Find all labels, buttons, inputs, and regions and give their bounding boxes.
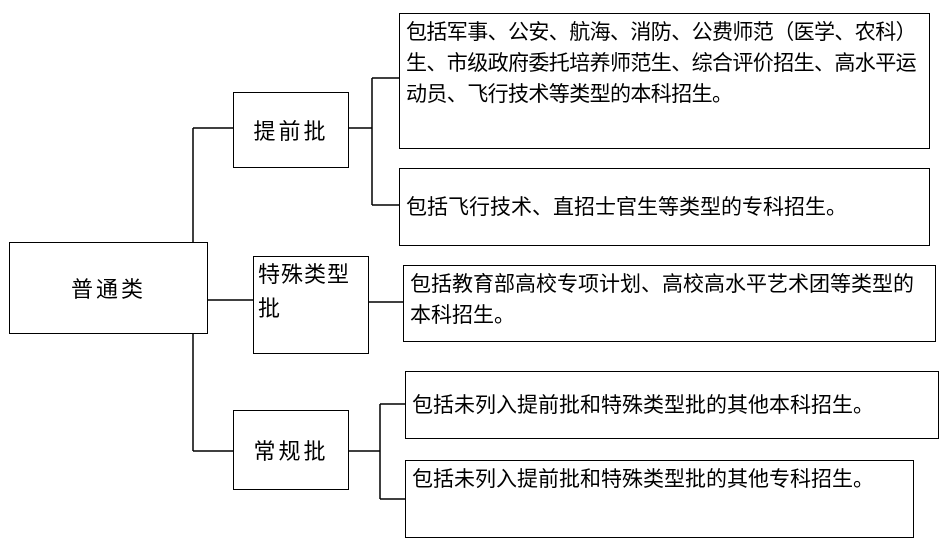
- description-changgui-undergraduate: 包括未列入提前批和特殊类型批的其他本科招生。: [405, 371, 939, 439]
- branch-label-changguipi: 常规批: [253, 440, 329, 465]
- branch-label-teshuleixingpi: 特殊类型批: [258, 263, 351, 322]
- description-text: 包括未列入提前批和特殊类型批的其他本科招生。: [412, 392, 874, 417]
- root-node-label: 普通类: [70, 278, 146, 303]
- branch-label-tiqianpi: 提前批: [253, 120, 329, 145]
- description-teshu-undergraduate: 包括教育部高校专项计划、高校高水平艺术团等类型的本科招生。: [403, 265, 936, 342]
- description-changgui-vocational: 包括未列入提前批和特殊类型批的其他专科招生。: [405, 460, 914, 538]
- description-tiqian-vocational: 包括飞行技术、直招士官生等类型的专科招生。: [399, 168, 930, 246]
- root-node-putonglei: 普通类: [9, 242, 208, 334]
- description-tiqian-undergraduate: 包括军事、公安、航海、消防、公费师范（医学、农科）生、市级政府委托培养师范生、综…: [399, 13, 930, 149]
- branch-node-teshuleixingpi: 特殊类型批: [253, 256, 369, 354]
- description-text: 包括军事、公安、航海、消防、公费师范（医学、农科）生、市级政府委托培养师范生、综…: [406, 20, 917, 106]
- branch-node-tiqianpi: 提前批: [233, 92, 349, 168]
- description-text: 包括未列入提前批和特殊类型批的其他专科招生。: [412, 467, 874, 491]
- description-text: 包括教育部高校专项计划、高校高水平艺术团等类型的本科招生。: [410, 272, 914, 327]
- description-text: 包括飞行技术、直招士官生等类型的专科招生。: [406, 194, 847, 219]
- branch-node-changguipi: 常规批: [233, 410, 349, 490]
